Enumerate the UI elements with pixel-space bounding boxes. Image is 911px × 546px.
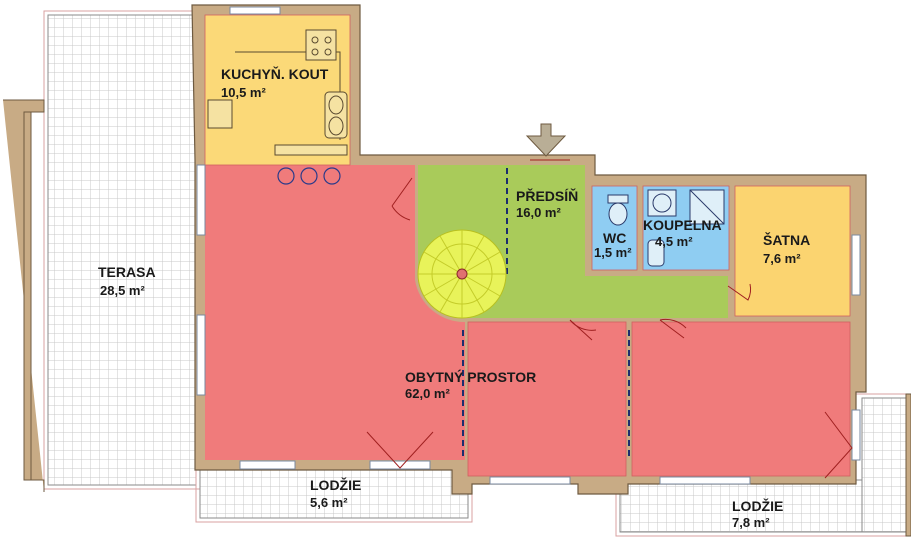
- living-room: [205, 165, 465, 460]
- kitchen-area: 10,5 m²: [221, 85, 266, 100]
- room-outlines: [204, 14, 851, 477]
- loggia-2: [615, 393, 911, 537]
- closet-name: ŠATNA: [763, 231, 810, 248]
- terrace: [3, 10, 201, 492]
- living-name: OBYTNÝ PROSTOR: [405, 368, 536, 385]
- loggia-2-name: LODŽIE: [732, 497, 783, 514]
- doors: [366, 159, 853, 479]
- washing-machine-icon: [647, 189, 677, 217]
- bar-stool-icon: [277, 167, 341, 185]
- closet-area: 7,6 m²: [763, 251, 801, 266]
- sink-icon: [647, 239, 665, 267]
- loggia-1-area: 5,6 m²: [310, 495, 348, 510]
- hall-area: 16,0 m²: [516, 205, 561, 220]
- wc-name: WC: [603, 230, 626, 246]
- loggia-1-name: LODŽIE: [310, 476, 361, 493]
- shower-icon: [689, 189, 725, 225]
- loggia-1: [195, 465, 473, 523]
- bathroom-area: 4,5 m²: [655, 234, 693, 249]
- partition-lines: [462, 168, 630, 458]
- living-room-right-a: [468, 322, 626, 476]
- spiral-staircase-icon: [417, 229, 507, 319]
- terrace-name: TERASA: [98, 264, 156, 280]
- living-room-right-b: [632, 322, 850, 476]
- kitchen-fixtures: [207, 29, 348, 156]
- sink-icon: [324, 91, 348, 139]
- bathroom-name: KOUPELNA: [643, 217, 722, 233]
- windows: [196, 6, 861, 485]
- cooktop-icon: [207, 99, 233, 129]
- closet-room: [735, 186, 850, 316]
- loggia-2-area: 7,8 m²: [732, 515, 770, 530]
- terrace-area: 28,5 m²: [100, 283, 145, 298]
- hall-name: PŘEDSÍŇ: [516, 187, 578, 204]
- living-area: 62,0 m²: [405, 386, 450, 401]
- entrance-arrow-icon: [525, 123, 567, 157]
- stove-icon: [305, 29, 337, 61]
- toilet-icon: [607, 194, 629, 226]
- room-labels: KUCHYŇ. KOUT 10,5 m² TERASA 28,5 m² PŘED…: [98, 65, 810, 530]
- rooms: [205, 15, 850, 476]
- kitchen-name: KUCHYŇ. KOUT: [221, 65, 329, 82]
- wc-area: 1,5 m²: [594, 245, 632, 260]
